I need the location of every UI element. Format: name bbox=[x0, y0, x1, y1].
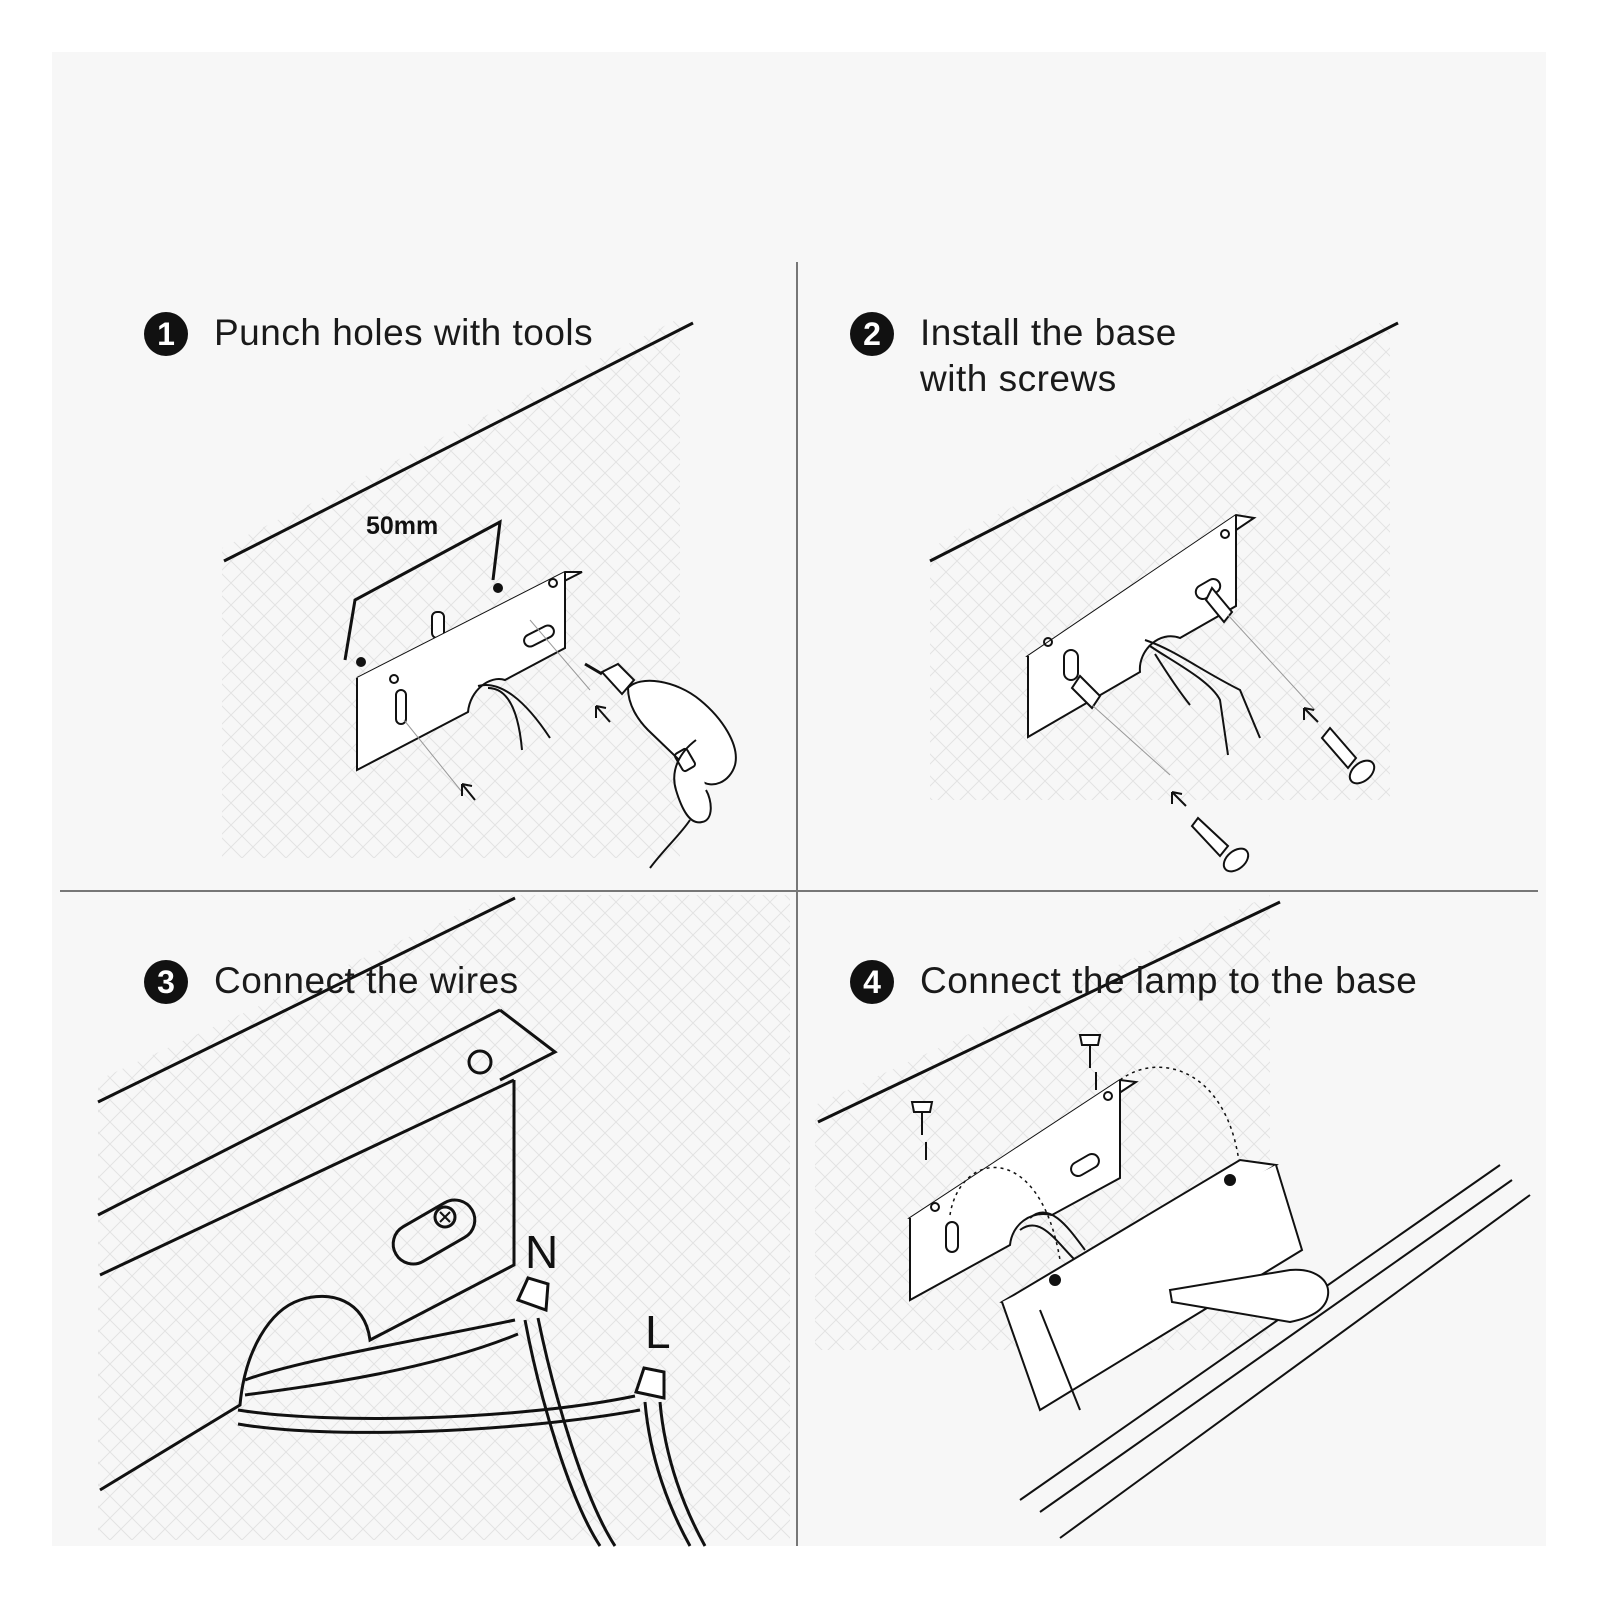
step-4-illustration bbox=[817, 900, 1531, 1539]
step-4-number: 4 bbox=[850, 960, 894, 1004]
arrow-icon bbox=[595, 705, 611, 723]
arrow-icon bbox=[1171, 791, 1187, 807]
wall-area-1 bbox=[222, 318, 680, 858]
arrow-icon bbox=[1303, 707, 1319, 723]
lamp-icon bbox=[999, 1158, 1330, 1412]
step-1-heading: 1 Punch holes with tools bbox=[144, 310, 593, 356]
step-3-illustration bbox=[97, 896, 707, 1547]
step-4-heading: 4 Connect the lamp to the base bbox=[850, 958, 1417, 1004]
drill-icon bbox=[584, 662, 737, 869]
step-2-number: 2 bbox=[850, 312, 894, 356]
screw-icon bbox=[1320, 726, 1376, 785]
arrow-icon bbox=[461, 783, 476, 801]
step-2-heading: 2 Install the base with screws bbox=[850, 310, 1177, 402]
wire-connector-icon bbox=[634, 1366, 666, 1400]
step-2-illustration bbox=[929, 321, 1399, 873]
screw-icon bbox=[910, 1101, 934, 1160]
step-1-title: Punch holes with tools bbox=[214, 312, 594, 353]
live-wire-label: L bbox=[645, 1306, 671, 1358]
step-1-illustration bbox=[223, 321, 737, 869]
hole-spacing-label: 50mm bbox=[366, 512, 439, 540]
step-1-number: 1 bbox=[144, 312, 188, 356]
step-3-title: Connect the wires bbox=[214, 960, 519, 1001]
step-4-title: Connect the lamp to the base bbox=[920, 960, 1418, 1001]
step-3-heading: 3 Connect the wires bbox=[144, 958, 519, 1004]
wire-connector-icon bbox=[515, 1276, 550, 1313]
step-3-number: 3 bbox=[144, 960, 188, 1004]
neutral-wire-label: N bbox=[525, 1226, 559, 1278]
screw-icon bbox=[1190, 816, 1250, 873]
step-2-title: Install the base with screws bbox=[920, 312, 1177, 399]
screw-icon bbox=[1078, 1034, 1102, 1090]
